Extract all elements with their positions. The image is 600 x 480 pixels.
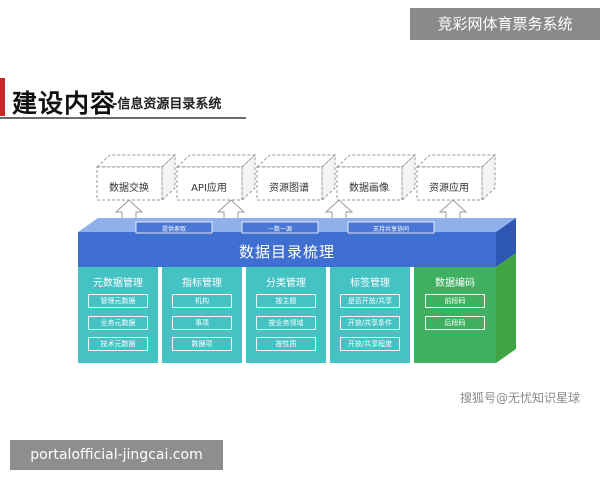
top-box-label: 数据画像: [349, 183, 389, 194]
top-box-label: 数据交换: [109, 183, 149, 194]
top-box-4: [335, 153, 417, 202]
title-accent-bar: [0, 78, 5, 116]
column-2-bg: [162, 267, 242, 363]
column-item: 管理元数据: [88, 294, 148, 308]
arrow-label: 支持共享协同: [372, 226, 409, 233]
column-item: 开放/共享程度: [340, 337, 400, 351]
top-box-1: [95, 153, 177, 202]
up-arrows: [114, 199, 468, 223]
column-item: 技术元数据: [88, 337, 148, 351]
arrow-label-box: [241, 221, 319, 234]
top-box-label: 资源图谱: [269, 183, 309, 194]
arrow-label: 一数一源: [267, 226, 292, 233]
green-side-face: [496, 253, 516, 363]
column-item: 数据项: [172, 337, 232, 351]
column-title: 分类管理: [266, 278, 306, 289]
page-title: 建设内容: [12, 89, 117, 118]
column-item: 业务元数据: [88, 316, 148, 330]
column-item: 事项: [172, 316, 232, 330]
column-title: 标签管理: [350, 278, 390, 289]
page-subtitle: -信息资源目录系统: [112, 97, 222, 112]
column-item: 按业务领域: [256, 316, 316, 330]
band-title: 数据目录梳理: [238, 243, 335, 261]
top-banner: 竞彩网体育票务系统: [410, 8, 600, 40]
column-4-bg: [330, 267, 410, 363]
column-item: 开放/共享条件: [340, 316, 400, 330]
column-item: 后段码: [425, 316, 485, 330]
title-underline: [0, 117, 246, 119]
column-item: 是否开放/共享: [340, 294, 400, 308]
column-3-bg: [246, 267, 326, 363]
column-title: 指标管理: [182, 278, 222, 289]
bottom-banner: portalofficial-jingcai.com: [10, 440, 223, 470]
watermark: 搜狐号@无忧知识星球: [459, 391, 580, 405]
column-item: 前段码: [425, 294, 485, 308]
arrow-label-box: [135, 221, 213, 234]
column-5-bg: [414, 267, 496, 363]
arrow-label: 提供索取: [161, 226, 186, 233]
arrow-label-box: [347, 221, 435, 234]
column-title: 元数据管理: [93, 278, 143, 289]
top-box-2: [175, 153, 257, 202]
column-item: 按主题: [256, 294, 316, 308]
top-box-label: 资源应用: [429, 183, 469, 194]
band-front-face: [78, 232, 496, 267]
column-title: 数据编码: [435, 278, 475, 289]
top-box-3: [255, 153, 337, 202]
top-box-5: [415, 153, 497, 202]
top-box-label: API应用: [191, 183, 227, 194]
top-box-group: [95, 153, 497, 202]
band-side-face: [496, 218, 516, 267]
column-1-bg: [78, 267, 158, 363]
column-item: 机构: [172, 294, 232, 308]
column-item: 按性质: [256, 337, 316, 351]
